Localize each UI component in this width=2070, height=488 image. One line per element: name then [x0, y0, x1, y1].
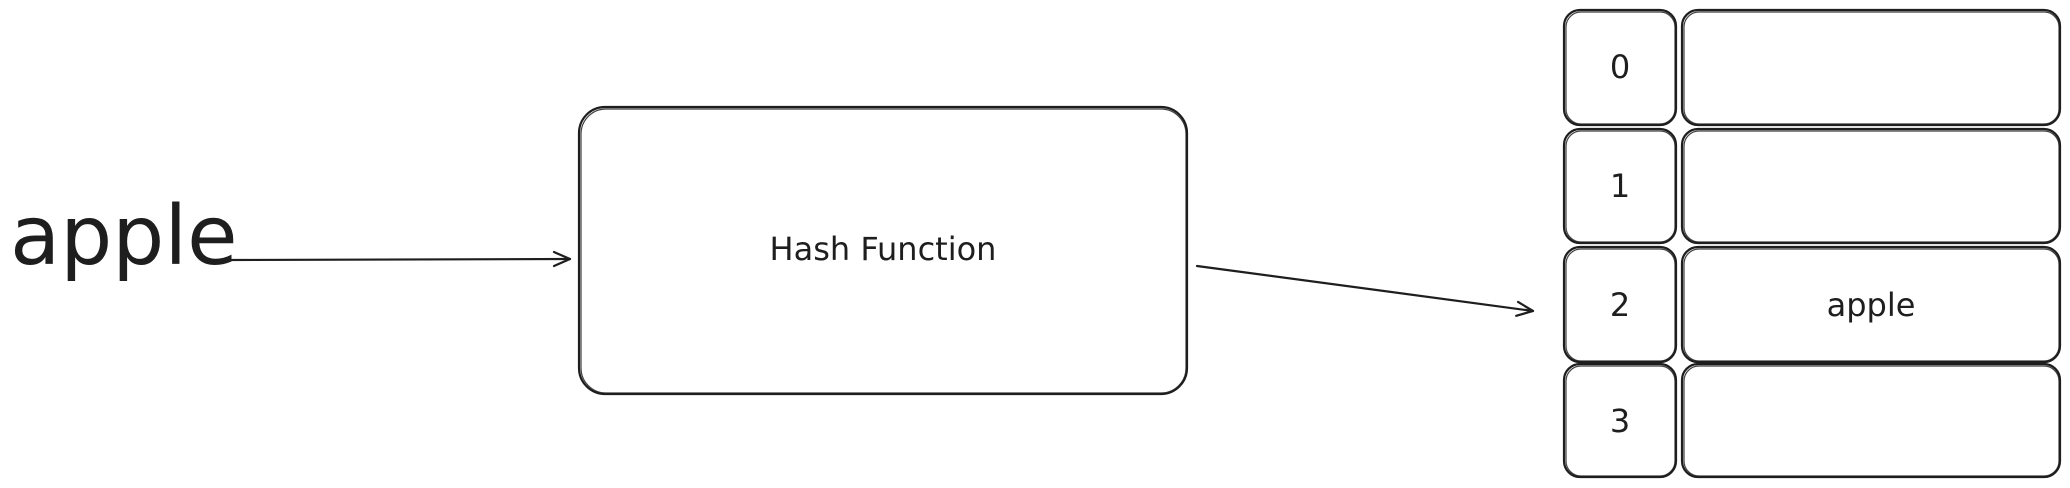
index-label: 2: [1610, 286, 1630, 324]
table-row: 1: [1562, 127, 2062, 245]
index-cell: [1562, 8, 1678, 127]
input-word-apple: apple: [10, 189, 238, 284]
table-row: 0: [1562, 8, 2062, 127]
value-cell: [1680, 362, 2062, 479]
index-label: 3: [1610, 402, 1630, 440]
value-cell: [1680, 8, 2062, 127]
input-arrow: [224, 250, 572, 268]
value-cell: [1680, 127, 2062, 245]
hash-function-box: [577, 105, 1189, 396]
output-arrow: [1195, 264, 1535, 317]
index-label: 0: [1610, 48, 1630, 86]
table-row: 3: [1562, 362, 2062, 479]
hash-table: 0 1 2 apple 3: [1562, 8, 2062, 479]
index-cell: [1562, 245, 1678, 364]
value-cell: [1680, 245, 2062, 364]
table-row: 2 apple: [1562, 245, 2062, 364]
value-label: apple: [1827, 286, 1916, 324]
hash-function-label: Hash Function: [770, 230, 997, 268]
index-label: 1: [1610, 167, 1630, 205]
index-cell: [1562, 362, 1678, 479]
index-cell: [1562, 127, 1678, 245]
